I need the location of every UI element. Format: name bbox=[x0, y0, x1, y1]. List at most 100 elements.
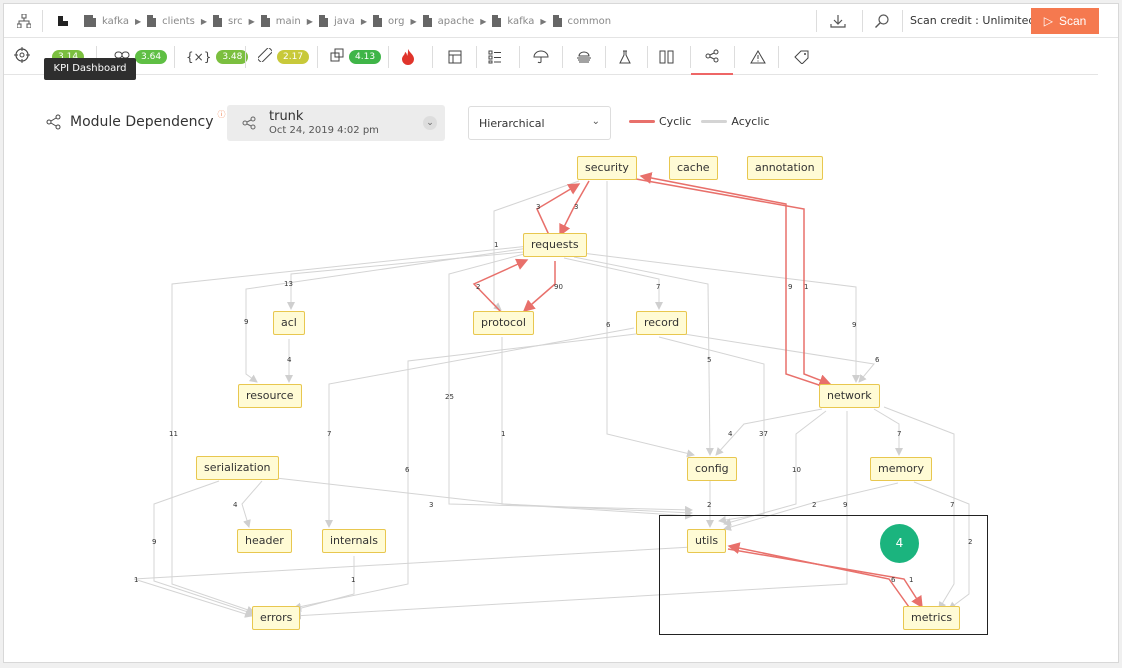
warning-icon[interactable] bbox=[750, 39, 766, 75]
divider bbox=[476, 46, 477, 68]
branch-selector[interactable]: trunk Oct 24, 2019 4:02 pm ⌄ bbox=[227, 105, 445, 141]
svg-text:1: 1 bbox=[494, 241, 498, 249]
node-acl[interactable]: acl bbox=[273, 311, 305, 335]
svg-text:13: 13 bbox=[284, 280, 293, 288]
breadcrumb-item[interactable]: kafka▶ bbox=[84, 15, 141, 27]
metric-item[interactable]: 2.17 bbox=[256, 39, 310, 75]
node-annotation[interactable]: annotation bbox=[747, 156, 823, 180]
breadcrumb-item[interactable]: main▶ bbox=[260, 15, 313, 27]
cycle-count-badge[interactable]: 4 bbox=[880, 524, 919, 563]
svg-text:9: 9 bbox=[843, 501, 847, 509]
svg-text:4: 4 bbox=[287, 356, 292, 364]
selection-box bbox=[659, 515, 988, 635]
divider bbox=[562, 46, 563, 68]
svg-text:25: 25 bbox=[445, 393, 454, 401]
tag-icon[interactable] bbox=[794, 39, 810, 75]
columns-icon[interactable] bbox=[659, 39, 675, 75]
breadcrumb-item[interactable]: clients▶ bbox=[147, 15, 207, 27]
breadcrumb-item[interactable]: apache▶ bbox=[422, 15, 486, 27]
svg-text:2: 2 bbox=[476, 283, 480, 291]
edge bbox=[275, 477, 693, 520]
cyclic-edge bbox=[559, 180, 590, 237]
hierarchy-icon[interactable] bbox=[12, 4, 36, 38]
file-icon bbox=[260, 15, 270, 27]
branch-icon bbox=[242, 116, 256, 130]
node-requests[interactable]: requests bbox=[523, 233, 587, 257]
metric-score: 3.48 bbox=[216, 50, 249, 64]
node-serialization[interactable]: serialization bbox=[196, 456, 279, 480]
search-icon[interactable] bbox=[868, 4, 896, 38]
flask-icon[interactable] bbox=[619, 39, 631, 75]
info-icon[interactable]: ⓘ bbox=[217, 109, 226, 119]
download-icon[interactable] bbox=[824, 4, 852, 38]
metric-item[interactable]: {×} 3.48 bbox=[186, 39, 249, 75]
legend-swatch bbox=[629, 120, 655, 123]
breadcrumb-item[interactable]: kafka▶ bbox=[492, 15, 547, 27]
node-utils[interactable]: utils bbox=[687, 529, 727, 553]
chevron-right-icon: ▶ bbox=[410, 16, 417, 26]
svg-text:6: 6 bbox=[875, 356, 880, 364]
node-resource[interactable]: resource bbox=[238, 384, 302, 408]
legend-swatch bbox=[701, 120, 728, 123]
module-icon bbox=[56, 4, 70, 38]
metric-score: 2.17 bbox=[277, 50, 310, 64]
node-memory[interactable]: memory bbox=[870, 457, 932, 481]
edge bbox=[563, 257, 663, 310]
edge bbox=[293, 411, 848, 620]
svg-text:1: 1 bbox=[351, 576, 355, 584]
scan-button[interactable]: ▷ Scan bbox=[1031, 8, 1099, 34]
svg-text:5: 5 bbox=[707, 356, 711, 364]
svg-text:9: 9 bbox=[852, 321, 856, 329]
divider bbox=[690, 46, 691, 68]
svg-text:1: 1 bbox=[134, 576, 138, 584]
breadcrumb-item[interactable]: common bbox=[552, 15, 611, 27]
node-record[interactable]: record bbox=[636, 311, 688, 335]
divider bbox=[647, 46, 648, 68]
breadcrumb-item[interactable]: src▶ bbox=[213, 15, 255, 27]
legend: Cyclic Acyclic bbox=[629, 115, 780, 128]
dependency-tab[interactable] bbox=[691, 39, 733, 75]
node-security[interactable]: security bbox=[577, 156, 637, 180]
svg-text:6: 6 bbox=[405, 466, 410, 474]
edge bbox=[683, 333, 875, 383]
chevron-right-icon: ▶ bbox=[360, 16, 368, 26]
node-protocol[interactable]: protocol bbox=[473, 311, 534, 335]
layout-icon[interactable] bbox=[448, 39, 462, 75]
chevron-down-icon: ⌄ bbox=[423, 116, 437, 130]
top-bar: kafka▶ clients▶ src▶ main▶ java▶ org▶ ap… bbox=[4, 4, 1118, 38]
node-errors[interactable]: errors bbox=[252, 606, 301, 630]
edge bbox=[606, 181, 695, 458]
scan-credit: Scan credit : Unlimited bbox=[910, 14, 1036, 27]
branch-date: Oct 24, 2019 4:02 pm bbox=[269, 125, 379, 136]
metric-item[interactable]: 4.13 bbox=[330, 39, 382, 75]
stack-icon[interactable] bbox=[576, 39, 592, 75]
breadcrumb-item[interactable]: java▶ bbox=[318, 15, 368, 27]
node-header[interactable]: header bbox=[237, 529, 292, 553]
divider bbox=[174, 46, 175, 68]
umbrella-icon[interactable] bbox=[533, 39, 549, 75]
node-metrics[interactable]: metrics bbox=[903, 606, 961, 630]
svg-text:3: 3 bbox=[536, 203, 540, 211]
hotspot-icon[interactable] bbox=[402, 39, 414, 75]
list-icon[interactable] bbox=[488, 39, 502, 75]
edge bbox=[873, 408, 903, 456]
layout-select[interactable]: Hierarchical ⌄ bbox=[468, 106, 611, 140]
node-internals[interactable]: internals bbox=[322, 529, 386, 553]
edge bbox=[293, 333, 637, 611]
divider bbox=[778, 46, 779, 68]
divider bbox=[317, 46, 318, 68]
copy-icon bbox=[330, 48, 344, 66]
node-network[interactable]: network bbox=[819, 384, 880, 408]
file-icon bbox=[552, 15, 562, 27]
breadcrumb-item[interactable]: org▶ bbox=[373, 15, 417, 27]
edge bbox=[883, 406, 955, 610]
file-icon bbox=[373, 15, 383, 27]
edge bbox=[723, 410, 827, 526]
share-nodes-icon bbox=[46, 114, 61, 130]
divider bbox=[519, 46, 520, 68]
breadcrumb: kafka▶ clients▶ src▶ main▶ java▶ org▶ ap… bbox=[84, 4, 617, 38]
node-cache[interactable]: cache bbox=[669, 156, 718, 180]
node-config[interactable]: config bbox=[687, 457, 737, 481]
play-icon: ▷ bbox=[1043, 14, 1053, 28]
